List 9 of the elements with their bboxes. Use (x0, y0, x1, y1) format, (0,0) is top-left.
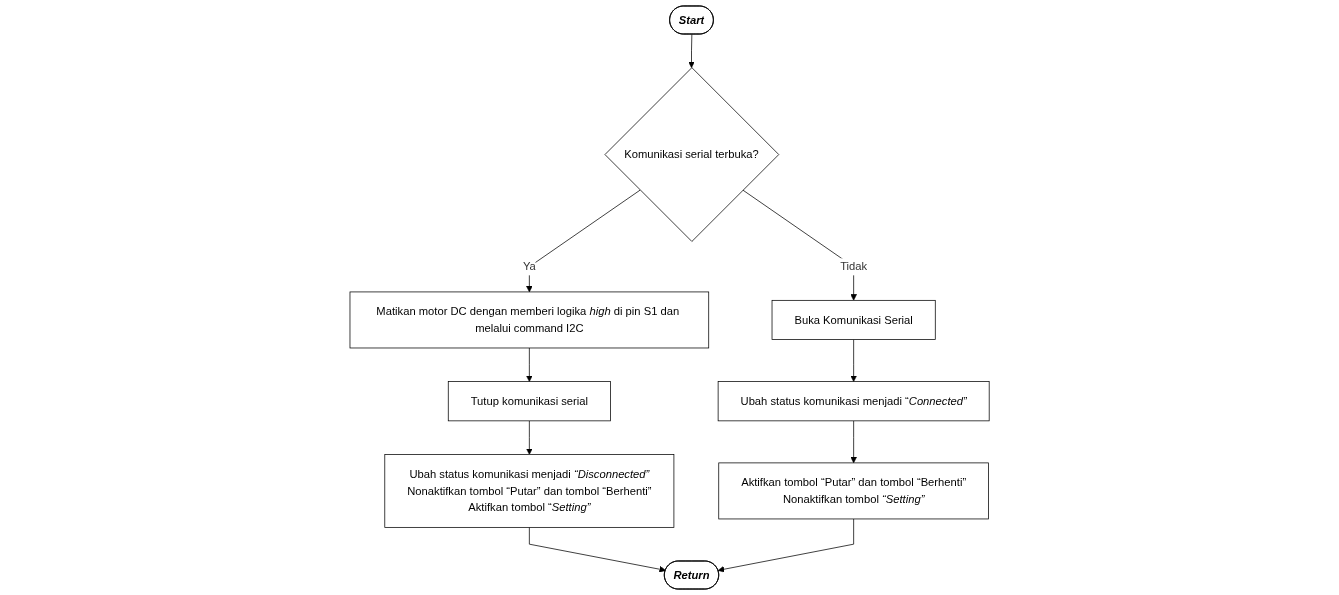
node-box: Ubah status komunikasi menjadi “Connected” (717, 381, 990, 422)
edge-label: Tidak (840, 259, 868, 273)
node-box: Aktifkan tombol “Putar” dan tombol “Berhenti” Nonaktifkan tombol “Setting” (718, 462, 989, 520)
node-box: Ubah status komunikasi menjadi “Disconnected” Nonaktifkan tombol “Putar” dan tombol “Berhenti” Aktifkan tombol “Setting” (384, 454, 675, 528)
node-diamond: Komunikasi serial terbuka? (604, 67, 780, 242)
node-box: Matikan motor DC dengan memberi logika high di pin S1 dan melalui command I2C (349, 291, 710, 349)
node-box: Tutup komunikasi serial (447, 381, 611, 422)
edge-label: Ya (522, 259, 536, 273)
node-box: Buka Komunikasi Serial (771, 299, 936, 340)
